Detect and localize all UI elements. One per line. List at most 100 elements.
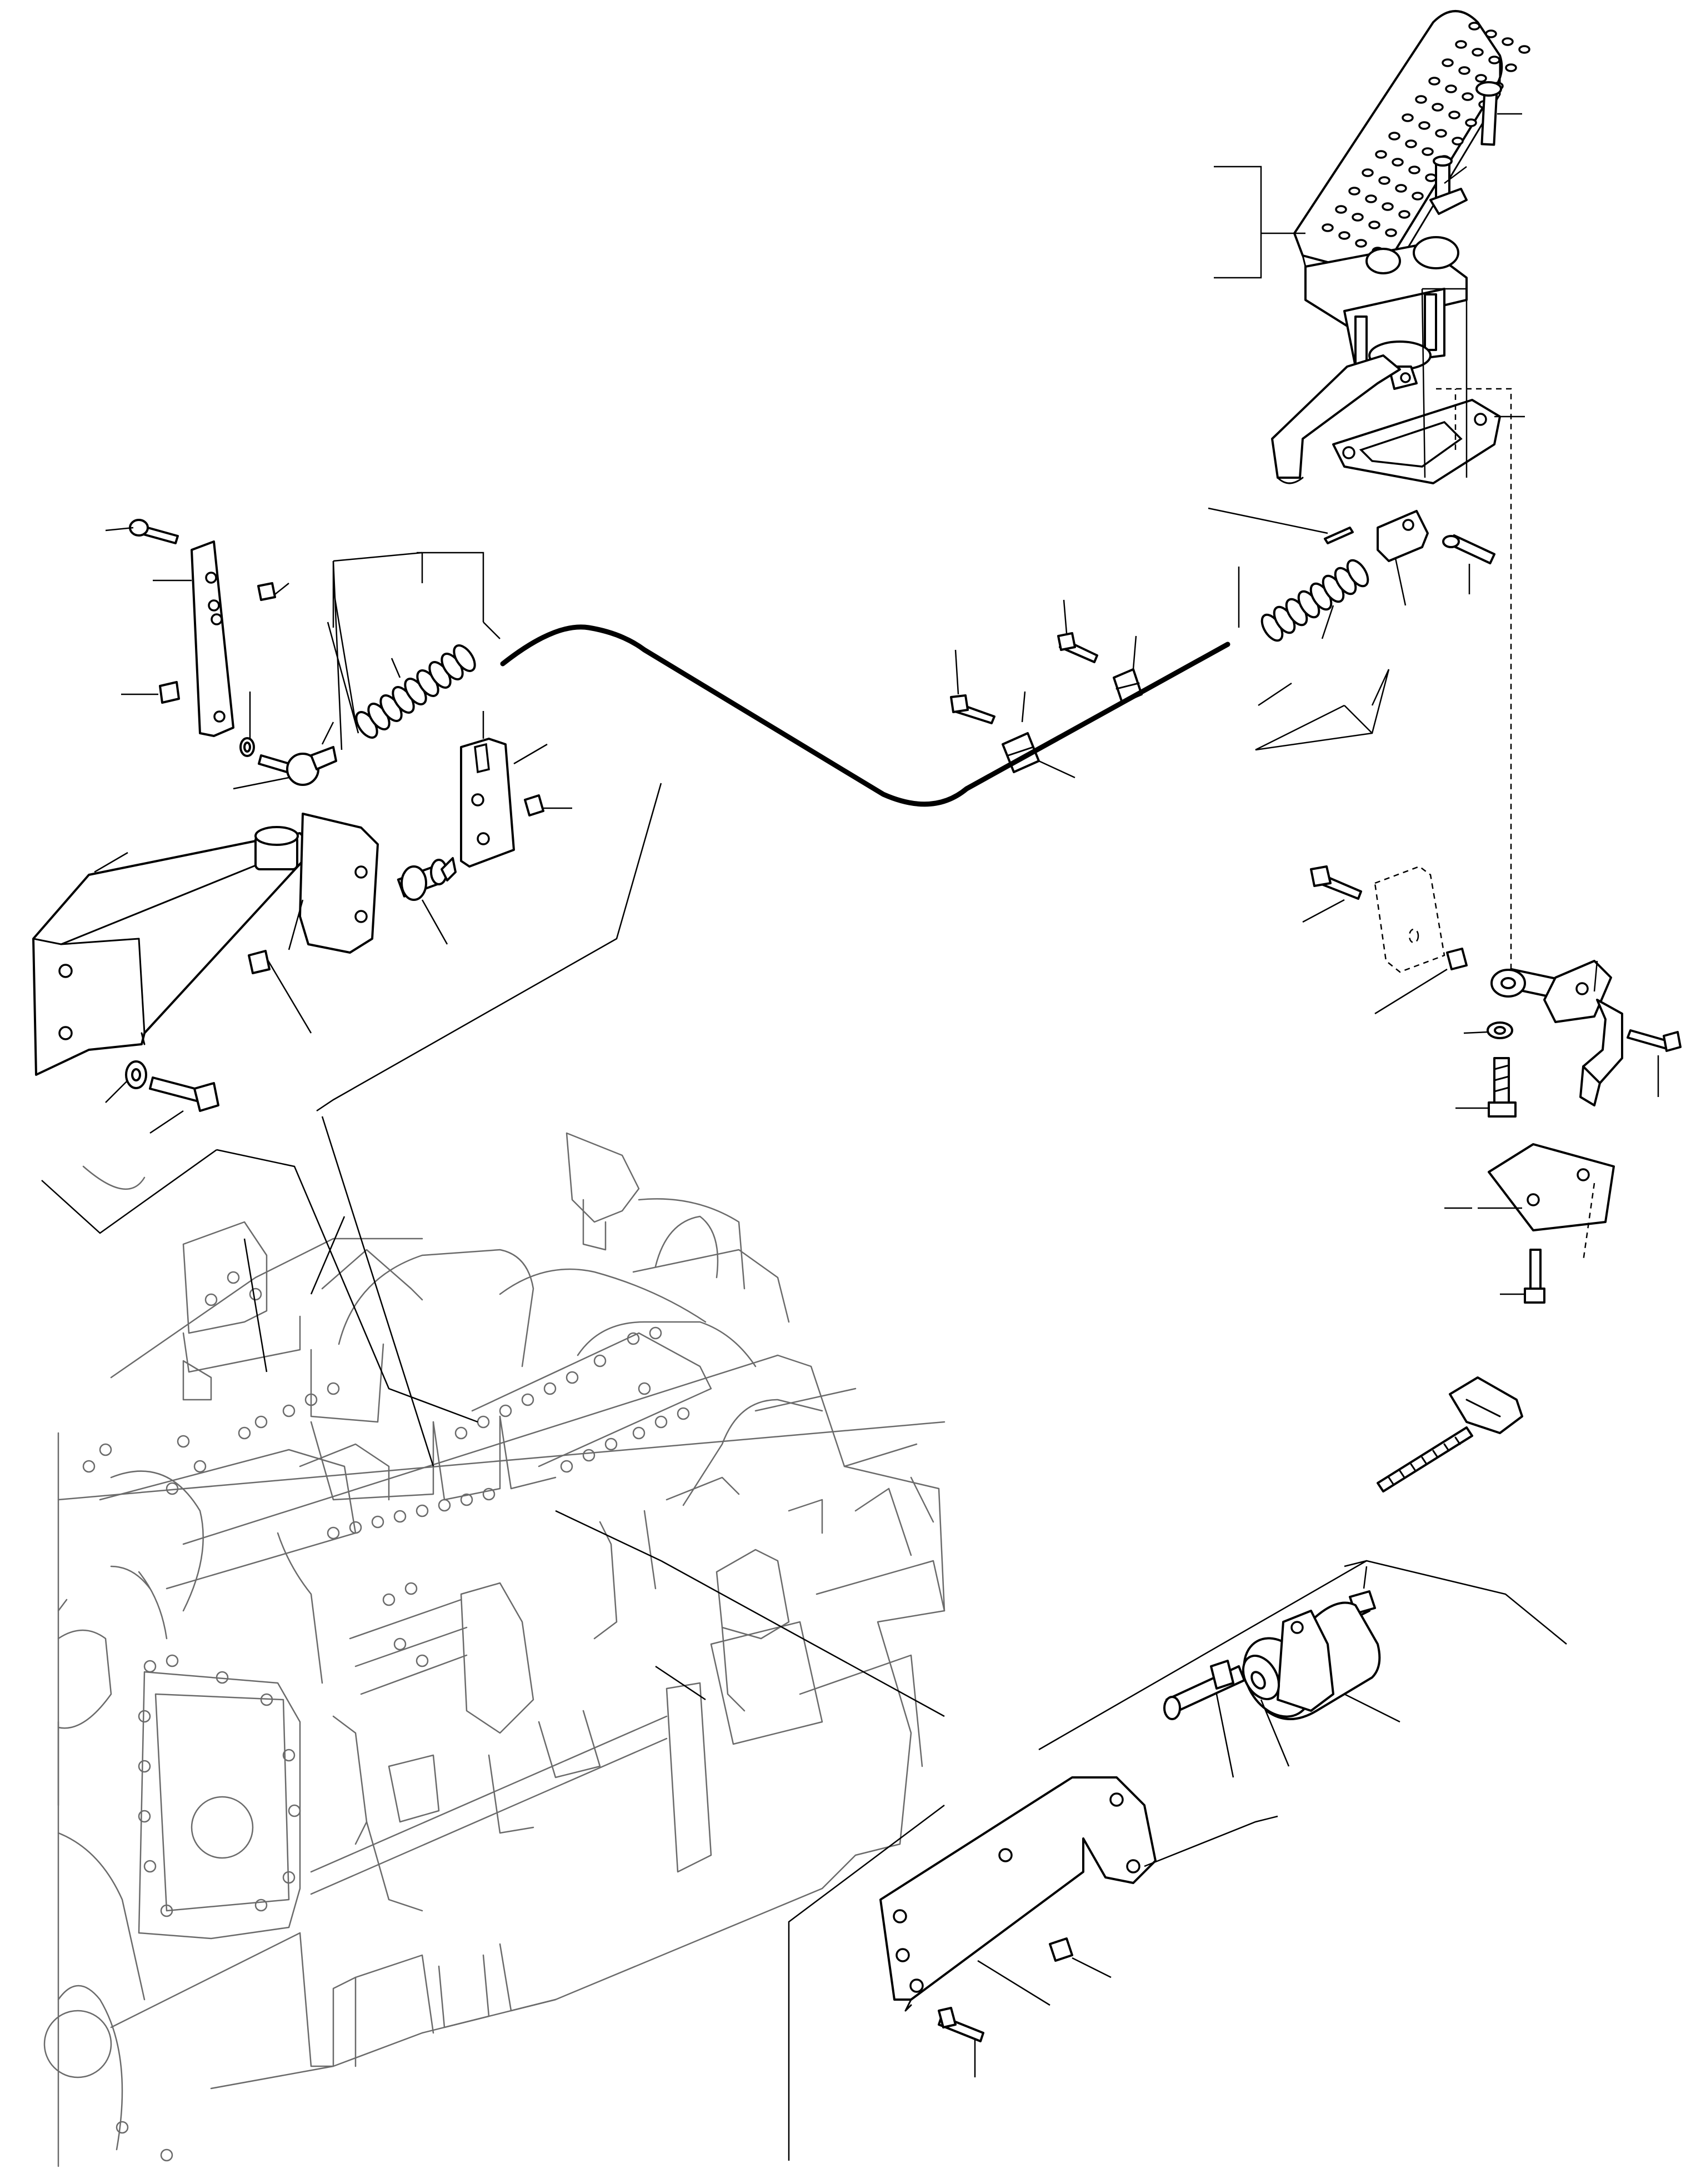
pedal-grip-hole [1408, 166, 1420, 174]
pedal-grip-hole [1338, 231, 1350, 240]
engine-bolt-head [543, 1382, 557, 1395]
engine-bolt-head [654, 1415, 668, 1429]
pedal-grip-hole [1378, 176, 1390, 185]
pedal-pivot-pin [1429, 156, 1468, 215]
pedal-grip-hole [1472, 48, 1484, 57]
pedal-grip-hole [1462, 92, 1474, 101]
engine-bolt-head [560, 1460, 573, 1473]
pedal-grip-hole [1448, 111, 1460, 119]
engine-bolt-head [116, 2121, 129, 2134]
engine-bolt-head [482, 1487, 496, 1501]
pedal-grip-hole [1468, 22, 1480, 31]
pedal-grip-hole [1405, 139, 1417, 148]
engine-bolt-head [382, 1593, 396, 1606]
engine-bolt-head [143, 1860, 157, 1873]
engine-bolt-head [632, 1426, 646, 1440]
pedal-grip-hole [1428, 77, 1440, 86]
engine-bolt-head [288, 1804, 301, 1817]
solenoid-connector [1449, 1376, 1523, 1434]
pedal-grip-hole [1455, 40, 1467, 49]
engine-bolt-head [216, 1671, 229, 1684]
engine-bolt-head [304, 1393, 318, 1406]
engine-bolt-head [460, 1493, 473, 1506]
pedal-grip-hole [1398, 210, 1410, 219]
adjuster-coil-ring [1346, 559, 1369, 588]
pedal-bolt [1475, 81, 1502, 146]
engine-bolt-head [416, 1654, 429, 1667]
engine-bolt-head [160, 1904, 173, 1917]
left-upper-nut [257, 582, 276, 601]
cable-stop-fitting [316, 783, 662, 1112]
engine-bolt-head [649, 1326, 662, 1340]
engine-bolt-head [166, 1654, 179, 1667]
cable-adjuster-threaded-left [355, 644, 476, 739]
pedal-hinge-body [1304, 236, 1468, 390]
left-bolt [129, 519, 179, 544]
pedal-grip-hole [1352, 213, 1364, 222]
engine-bolt-head [282, 1404, 296, 1417]
engine-bolt-head [566, 1371, 579, 1384]
pedal-grip-hole [1368, 221, 1380, 229]
engine-bolt-head [677, 1407, 690, 1420]
pedal-grip-hole [1362, 168, 1374, 177]
pedal-grip-hole [1475, 74, 1487, 83]
left-cable-mounting [105, 519, 501, 790]
engine-bolt-head [604, 1437, 618, 1451]
engine-bolt-heads [82, 1271, 690, 2162]
engine-bolt-head [327, 1526, 340, 1540]
engine-bolt-head [238, 1426, 251, 1440]
dashed-spacer-block [1374, 865, 1445, 973]
engine-bolt-head [138, 1810, 151, 1823]
linkage-vertical-bolt [1488, 1057, 1517, 1118]
left-washer [239, 737, 255, 757]
linkage-bolt-right [1627, 1029, 1682, 1052]
engine-bolt-head [349, 1521, 362, 1534]
pedal-grip-hole [1415, 95, 1427, 104]
pedal-grip-hole [1375, 150, 1387, 159]
pedal-grip-hole [1422, 147, 1434, 156]
bracket-nut [1049, 1937, 1073, 1962]
engine-bolt-head [499, 1404, 512, 1417]
left-lower-nut [159, 681, 180, 704]
linkage-nut [1446, 948, 1468, 970]
pedal-grip-hole [1458, 66, 1470, 75]
cable-clamps [950, 599, 1143, 779]
engine-bolt-head [138, 1710, 151, 1723]
cable-support-bracket [32, 813, 379, 1076]
engine-bolt-head [143, 1660, 157, 1673]
right-linkage-group [1302, 388, 1682, 1304]
split-pin [1324, 527, 1354, 544]
pedal-grip-hole [1395, 184, 1407, 193]
engine-bolt-head [254, 1899, 268, 1912]
engine-bolt-head [438, 1499, 451, 1512]
engine-bolt-head [454, 1426, 468, 1440]
engine-bolt-head [477, 1415, 490, 1429]
linkage-screw [1524, 1249, 1545, 1304]
engine-bolt-head [404, 1582, 418, 1595]
engine-bolt-head [282, 1871, 296, 1884]
linkage-bolt-left [1310, 865, 1362, 900]
engine-bolt-head [593, 1354, 607, 1367]
clevis-pin [1442, 534, 1496, 565]
left-strap-plate [191, 540, 234, 737]
linkage-rod-end [1490, 960, 1612, 1023]
pedal-grip-hole [1518, 45, 1530, 54]
engine-bolt-head [82, 1460, 96, 1473]
pedal-mounting-bracket [1271, 354, 1401, 484]
engine-bolt-head [249, 1288, 262, 1301]
pedal-grip-hole [1442, 58, 1454, 67]
engine-bolt-head [582, 1449, 596, 1462]
pedal-grip-hole [1435, 129, 1447, 138]
engine-bolt-head [138, 1760, 151, 1773]
solenoid-pin [1163, 1660, 1245, 1720]
pedal-grip-hole [1335, 205, 1347, 214]
accelerator-pedal-assembly [1214, 10, 1530, 484]
adjuster-coil-ring [453, 644, 476, 672]
support-bracket-nut [248, 950, 271, 974]
pedal-grip-hole [1418, 121, 1430, 130]
support-bracket-washer [105, 1060, 147, 1103]
pedal-grip-hole [1348, 187, 1360, 196]
engine-bolt-head [416, 1504, 429, 1517]
pedal-grip-hole [1502, 37, 1514, 46]
